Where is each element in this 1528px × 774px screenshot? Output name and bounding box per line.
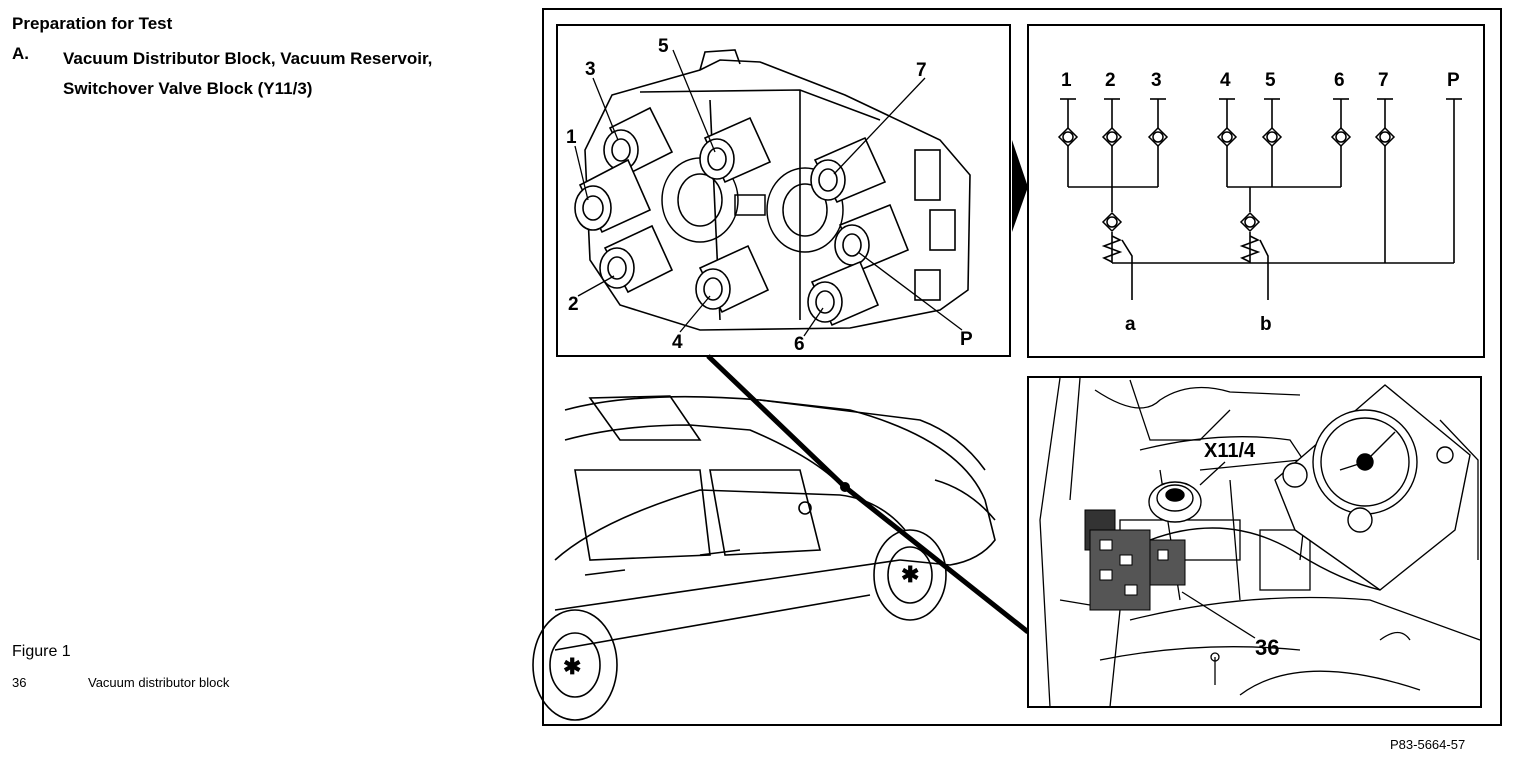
schematic-label-2: 2	[1105, 70, 1116, 91]
legend-item: 36 Vacuum distributor block	[12, 675, 229, 690]
distributor-block-panel: 3 1 2 5 4 7 6 P	[556, 24, 1011, 357]
block-label-6: 6	[794, 334, 805, 355]
figure-title: Figure 1	[12, 643, 71, 660]
wheel-hub-marks: ✱ ✱	[563, 562, 919, 679]
block-label-3: 3	[585, 59, 596, 80]
svg-text:✱: ✱	[901, 562, 919, 587]
vehicle-illustration	[532, 395, 996, 721]
figure-frame	[542, 8, 1502, 726]
section-title: Vacuum Distributor Block, Vacuum Reservo…	[63, 49, 433, 98]
schematic-label-5: 5	[1265, 70, 1276, 91]
block-leader-lines	[574, 49, 963, 337]
block-label-5: 5	[658, 36, 669, 57]
port-nozzles	[574, 106, 910, 327]
schematic-label-6: 6	[1334, 70, 1345, 91]
schematic-panel: 1 2 3 4 5 6 7 P	[1027, 24, 1485, 358]
legend-number: 36	[12, 675, 27, 690]
figure-code: P83-5664-57	[1390, 737, 1466, 752]
callout-line-upper	[706, 354, 847, 489]
schematic-lines	[1060, 98, 1462, 300]
legend-text: Vacuum distributor block	[88, 675, 230, 690]
schematic-label-4: 4	[1220, 70, 1231, 91]
check-valves	[1057, 126, 1396, 233]
page-heading: Preparation for Test	[12, 14, 173, 33]
schematic-label-3: 3	[1151, 70, 1162, 91]
block-label-P: P	[960, 329, 973, 350]
callout-line-lower	[843, 485, 1030, 634]
schematic-label-1: 1	[1061, 70, 1072, 91]
pointer-arrow	[1012, 140, 1028, 232]
engine-label-connector: X11/4	[1204, 440, 1256, 462]
schematic-label-b: b	[1260, 314, 1272, 335]
block-label-7: 7	[916, 60, 927, 81]
schematic-label-7: 7	[1378, 70, 1389, 91]
block-label-4: 4	[672, 332, 683, 353]
block-label-1: 1	[566, 127, 577, 148]
section-letter: A.	[12, 44, 29, 63]
schematic-label-a: a	[1125, 314, 1136, 335]
engine-bay-panel: X11/4 36	[1027, 376, 1482, 708]
block-label-2: 2	[568, 294, 579, 315]
schematic-label-P: P	[1447, 70, 1460, 91]
svg-text:✱: ✱	[563, 654, 581, 679]
engine-label-block: 36	[1255, 635, 1279, 660]
